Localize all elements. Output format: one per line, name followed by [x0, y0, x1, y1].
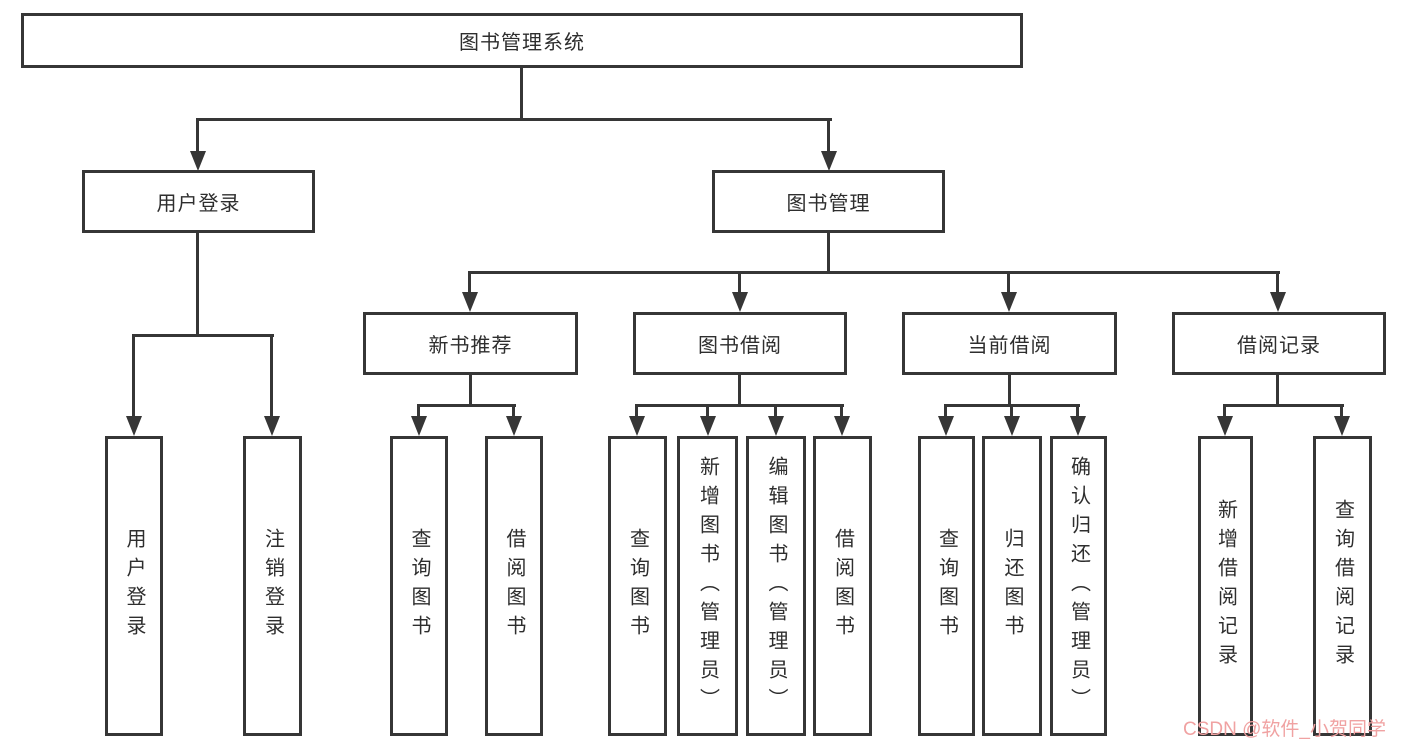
connector-line — [132, 334, 135, 418]
node-query-borrow-record: 查询借阅记录 — [1313, 436, 1372, 736]
node-new-book-recommend: 新书推荐 — [363, 312, 578, 375]
arrow-down-icon — [1334, 416, 1350, 436]
node-query-books-1: 查询图书 — [390, 436, 448, 736]
connector-line — [1276, 375, 1279, 407]
connector-line — [635, 404, 638, 418]
node-borrow-records: 借阅记录 — [1172, 312, 1386, 375]
node-edit-books-admin: 编辑图书（管理员） — [746, 436, 806, 736]
arrow-down-icon — [1270, 292, 1286, 312]
connector-line — [944, 404, 947, 418]
connector-line — [512, 404, 515, 418]
node-query-books-2: 查询图书 — [608, 436, 667, 736]
connector-line — [417, 404, 420, 418]
arrow-down-icon — [821, 151, 837, 171]
arrow-down-icon — [190, 151, 206, 171]
arrow-down-icon — [700, 416, 716, 436]
connector-line — [196, 233, 199, 337]
arrow-down-icon — [264, 416, 280, 436]
node-root-library-system: 图书管理系统 — [21, 13, 1023, 68]
node-book-borrow: 图书借阅 — [633, 312, 847, 375]
arrow-down-icon — [732, 292, 748, 312]
connector-line — [840, 404, 843, 418]
connector-line — [270, 334, 273, 418]
arrow-down-icon — [411, 416, 427, 436]
connector-line — [1007, 271, 1010, 297]
watermark: CSDN @软件_小贺同学 — [1183, 719, 1386, 740]
arrow-down-icon — [462, 292, 478, 312]
connector-line — [1223, 404, 1226, 418]
connector-line — [827, 118, 830, 154]
connector-line — [1010, 404, 1013, 418]
arrow-down-icon — [1001, 292, 1017, 312]
arrow-down-icon — [1070, 416, 1086, 436]
connector-line — [520, 68, 523, 121]
node-return-books: 归还图书 — [982, 436, 1042, 736]
connector-line — [1340, 404, 1343, 418]
node-add-borrow-record: 新增借阅记录 — [1198, 436, 1253, 736]
node-user-login-action: 用户登录 — [105, 436, 163, 736]
connector-line — [196, 118, 832, 121]
node-add-books-admin: 新增图书（管理员） — [677, 436, 738, 736]
arrow-down-icon — [938, 416, 954, 436]
node-confirm-return-admin: 确认归还（管理员） — [1050, 436, 1107, 736]
connector-line — [196, 118, 199, 154]
connector-line — [738, 375, 741, 407]
connector-line — [132, 334, 274, 337]
connector-line — [417, 404, 516, 407]
node-book-management-module: 图书管理 — [712, 170, 945, 233]
connector-line — [468, 271, 471, 297]
arrow-down-icon — [126, 416, 142, 436]
connector-line — [1008, 375, 1011, 407]
arrow-down-icon — [629, 416, 645, 436]
connector-line — [468, 271, 1280, 274]
node-current-borrow: 当前借阅 — [902, 312, 1117, 375]
connector-line — [635, 404, 844, 407]
arrow-down-icon — [506, 416, 522, 436]
node-user-login-module: 用户登录 — [82, 170, 315, 233]
arrow-down-icon — [1004, 416, 1020, 436]
node-logout-action: 注销登录 — [243, 436, 302, 736]
node-borrow-books-1: 借阅图书 — [485, 436, 543, 736]
node-borrow-books-2: 借阅图书 — [813, 436, 872, 736]
connector-line — [1076, 404, 1079, 418]
connector-line — [706, 404, 709, 418]
connector-line — [1276, 271, 1279, 297]
connector-line — [469, 375, 472, 407]
arrow-down-icon — [768, 416, 784, 436]
connector-line — [738, 271, 741, 297]
arrow-down-icon — [1217, 416, 1233, 436]
node-query-books-3: 查询图书 — [918, 436, 975, 736]
connector-line — [827, 233, 830, 274]
connector-line — [1223, 404, 1344, 407]
arrow-down-icon — [834, 416, 850, 436]
connector-line — [774, 404, 777, 418]
